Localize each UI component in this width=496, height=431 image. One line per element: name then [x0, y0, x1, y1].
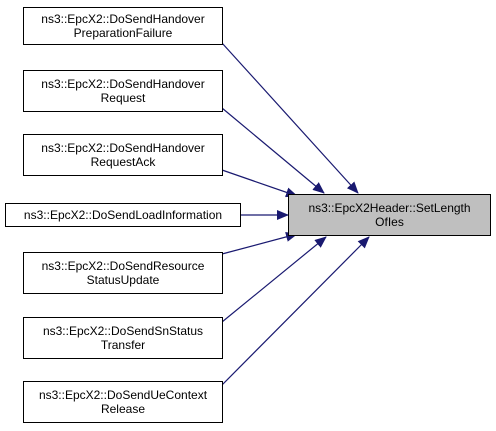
node-label-line2: Release [100, 402, 145, 416]
node-label-line2: PreparationFailure [73, 26, 173, 40]
node-label-line1: ns3::EpcX2::DoSendSnStatus [42, 324, 204, 338]
node-do-send-handover-request-ack[interactable]: ns3::EpcX2::DoSendHandover RequestAck [23, 134, 223, 176]
node-do-send-handover-request[interactable]: ns3::EpcX2::DoSendHandover Request [23, 70, 223, 112]
node-do-send-resource-status-update[interactable]: ns3::EpcX2::DoSendResource StatusUpdate [23, 252, 223, 294]
node-label: ns3::EpcX2Header::SetLength OfIes [308, 201, 470, 229]
node-label: ns3::EpcX2::DoSendHandover PreparationFa… [41, 12, 204, 40]
edge-sn-status-transfer [221, 236, 327, 323]
edge-handover-preparation-failure [221, 42, 359, 194]
node-do-send-ue-context-release[interactable]: ns3::EpcX2::DoSendUeContext Release [23, 381, 223, 423]
node-do-send-handover-preparation-failure[interactable]: ns3::EpcX2::DoSendHandover PreparationFa… [23, 7, 223, 45]
edge-handover-request [221, 107, 325, 194]
node-do-send-sn-status-transfer[interactable]: ns3::EpcX2::DoSendSnStatus Transfer [23, 317, 223, 359]
node-label-line1: ns3::EpcX2::DoSendResource [41, 259, 205, 273]
node-label-line2: Transfer [100, 338, 146, 352]
node-label-line1: ns3::EpcX2Header::SetLength [308, 201, 471, 215]
node-label: ns3::EpcX2::DoSendSnStatus Transfer [43, 324, 203, 352]
node-label-line1: ns3::EpcX2::DoSendHandover [41, 12, 205, 26]
node-label-line2: RequestAck [90, 155, 156, 169]
node-label-line2: StatusUpdate [86, 273, 160, 287]
node-label: ns3::EpcX2::DoSendLoadInformation [24, 208, 222, 222]
edge-resource-status-update [221, 232, 298, 255]
node-label: ns3::EpcX2::DoSendHandover RequestAck [41, 141, 204, 169]
node-label-line1: ns3::EpcX2::DoSendLoadInformation [23, 208, 223, 222]
node-label-line1: ns3::EpcX2::DoSendHandover [41, 141, 205, 155]
node-do-send-load-information[interactable]: ns3::EpcX2::DoSendLoadInformation [5, 203, 241, 227]
node-label: ns3::EpcX2::DoSendResource StatusUpdate [42, 259, 205, 287]
node-label-line2: Request [100, 91, 146, 105]
node-label: ns3::EpcX2::DoSendHandover Request [41, 77, 204, 105]
edge-handover-request-ack [221, 169, 298, 198]
edge-ue-context-release [221, 236, 370, 386]
node-label-line1: ns3::EpcX2::DoSendHandover [41, 77, 205, 91]
node-label: ns3::EpcX2::DoSendUeContext Release [39, 388, 207, 416]
node-set-length-of-ies[interactable]: ns3::EpcX2Header::SetLength OfIes [288, 194, 491, 236]
node-label-line2: OfIes [375, 215, 404, 229]
node-label-line1: ns3::EpcX2::DoSendUeContext [38, 388, 208, 402]
